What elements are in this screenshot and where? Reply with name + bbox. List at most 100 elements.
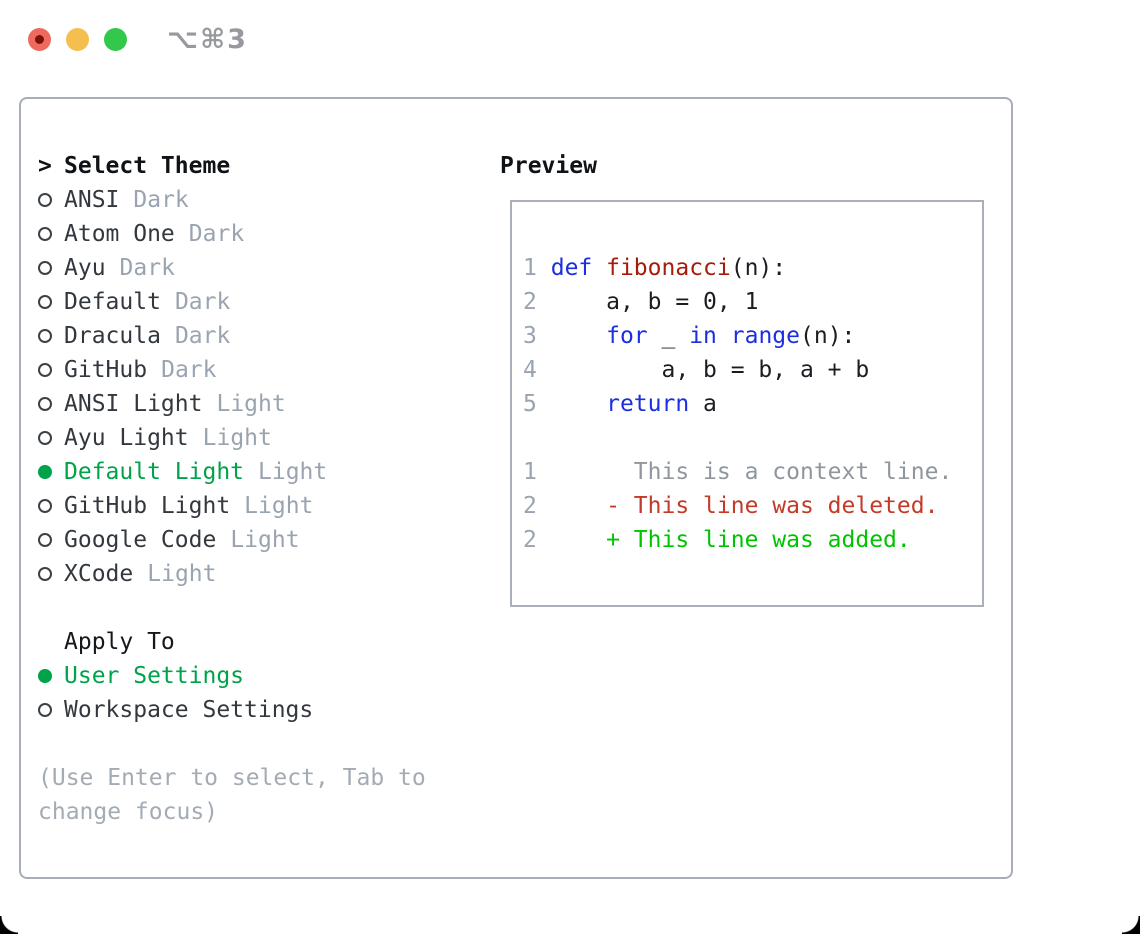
spacer <box>38 591 426 625</box>
theme-variant-label: Light <box>216 391 286 417</box>
theme-item[interactable]: Google Code Light <box>38 523 426 557</box>
radio-icon <box>38 533 52 547</box>
radio-cell <box>38 193 64 207</box>
window-corner-bottom-right <box>1122 916 1140 934</box>
radio-cell <box>38 329 64 343</box>
select-theme-title: Select Theme <box>64 153 231 179</box>
code-gap <box>537 255 551 281</box>
code-token: in <box>689 323 717 349</box>
diff-text: - This line was deleted. <box>606 493 939 519</box>
line-number: 2 <box>523 493 537 519</box>
diff-gap <box>537 493 606 519</box>
diff-text: This is a context line. <box>606 459 953 485</box>
code-line: 1 def fibonacci(n): <box>523 251 982 285</box>
theme-variant-label: Dark <box>174 289 231 315</box>
line-number: 2 <box>523 527 537 553</box>
radio-icon <box>38 431 52 445</box>
code-gap <box>537 289 551 315</box>
radio-icon <box>38 363 52 377</box>
theme-name: GitHub Light <box>64 493 231 519</box>
radio-cell <box>38 703 64 717</box>
theme-name: Ayu <box>64 255 106 281</box>
code-token: range <box>730 323 801 349</box>
radio-icon <box>38 261 52 275</box>
titlebar: ⌥⌘3 <box>0 0 1140 78</box>
help-line: change focus) <box>38 799 219 825</box>
close-button[interactable] <box>28 27 51 51</box>
diff-line: 2 + This line was added. <box>523 523 982 557</box>
chevron-prompt-icon: > <box>38 153 52 179</box>
radio-icon <box>38 227 52 241</box>
theme-name: Google Code <box>64 527 217 553</box>
code-token <box>551 323 606 349</box>
line-number: 4 <box>523 357 537 383</box>
minimize-button[interactable] <box>66 27 89 51</box>
radio-icon <box>38 703 52 717</box>
prompt-marker: > <box>38 153 64 179</box>
line-number: 5 <box>523 391 537 417</box>
code-line: 2 a, b = 0, 1 <box>523 285 982 319</box>
theme-variant-label: Dark <box>133 187 189 213</box>
select-theme-header: > Select Theme <box>38 149 426 183</box>
line-number: 1 <box>523 255 537 281</box>
radio-cell <box>38 669 64 683</box>
code-token <box>717 323 731 349</box>
theme-name: Default <box>64 289 161 315</box>
apply-to-title: Apply To <box>64 629 175 655</box>
theme-name: GitHub <box>64 357 148 383</box>
code-token: (n): <box>730 255 787 281</box>
diff-gap <box>537 527 606 553</box>
code-token: def <box>550 255 607 281</box>
code-gap <box>537 323 551 349</box>
apply-to-option[interactable]: User Settings <box>38 659 426 693</box>
apply-to-option-label: User Settings <box>64 663 245 689</box>
code-token: return <box>606 391 690 417</box>
theme-item[interactable]: Default Light Light <box>38 455 426 489</box>
theme-item[interactable]: ANSI Light Light <box>38 387 426 421</box>
code-line: 4 a, b = b, a + b <box>523 353 982 387</box>
theme-name: ANSI <box>64 187 120 213</box>
radio-cell <box>38 533 64 547</box>
line-number: 1 <box>523 459 537 485</box>
radio-selected-icon <box>38 669 52 683</box>
diff-gap <box>537 459 606 485</box>
radio-cell <box>38 397 64 411</box>
theme-variant-label: Light <box>230 527 300 553</box>
window-corner-bottom-left <box>0 916 18 934</box>
theme-name: XCode <box>64 561 134 587</box>
preview-title: Preview <box>500 153 597 179</box>
line-number: 3 <box>523 323 537 349</box>
theme-variant-label: Dark <box>174 323 231 349</box>
radio-icon <box>38 193 52 207</box>
theme-item[interactable]: Default Dark <box>38 285 426 319</box>
theme-variant-label: Light <box>258 459 328 485</box>
zoom-button[interactable] <box>104 27 127 51</box>
theme-item[interactable]: GitHub Dark <box>38 353 426 387</box>
apply-to-option[interactable]: Workspace Settings <box>38 693 426 727</box>
apply-to-header: Apply To <box>38 625 426 659</box>
theme-name: Atom One <box>64 221 175 247</box>
diff-line: 1 This is a context line. <box>523 455 982 489</box>
code-token: (n): <box>800 323 856 349</box>
theme-name: ANSI Light <box>64 391 203 417</box>
diff-line: 2 - This line was deleted. <box>523 489 982 523</box>
theme-name: Default Light <box>64 459 245 485</box>
theme-item[interactable]: ANSI Dark <box>38 183 426 217</box>
spacer <box>523 421 982 455</box>
apply-to-option-label: Workspace Settings <box>64 697 314 723</box>
diff-text: + This line was added. <box>606 527 911 553</box>
theme-variant-label: Dark <box>161 357 217 383</box>
radio-icon <box>38 567 52 581</box>
